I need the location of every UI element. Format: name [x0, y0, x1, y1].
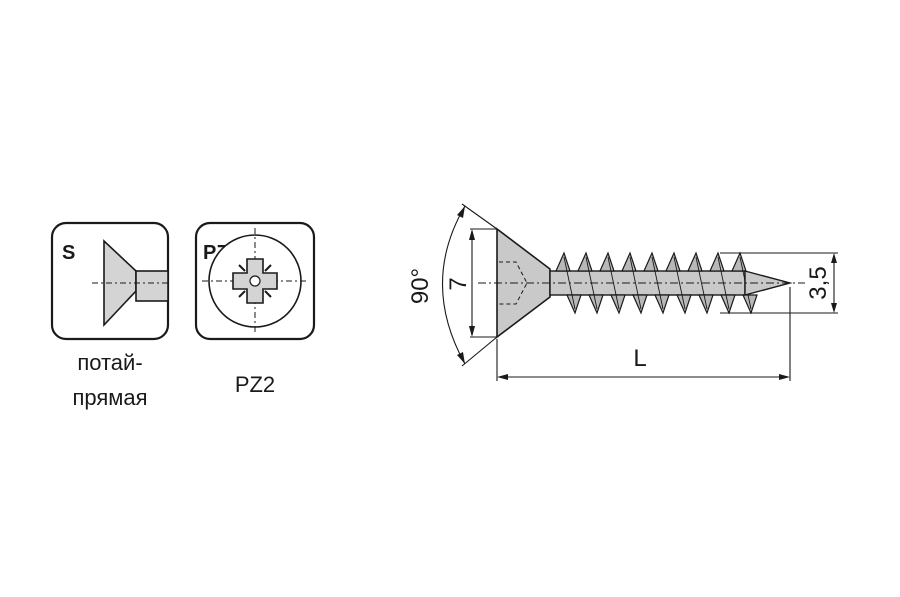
head-type-caption-line1: потай-: [77, 350, 142, 375]
head-diameter-label: 7: [445, 277, 472, 290]
head-type-caption-line2: прямая: [72, 385, 147, 410]
countersunk-head-icon: [92, 239, 169, 328]
screw-thread: [555, 251, 758, 315]
thread-crest-top: [731, 251, 747, 272]
thread-crest-top: [599, 251, 615, 272]
thread-flank: [673, 256, 686, 310]
thread-diameter-label: 3,5: [805, 266, 832, 299]
thread-crest-top: [555, 251, 571, 272]
screw-drawing: [478, 227, 805, 339]
head-type-icon: S: [50, 221, 170, 341]
angle-label: 90°: [407, 268, 434, 304]
thread-crest-top: [577, 251, 593, 272]
length-label: L: [633, 345, 646, 372]
thread-crest-top: [687, 251, 703, 272]
thread-crest-top: [621, 251, 637, 272]
thread-crest-top: [665, 251, 681, 272]
drive-type-caption: PZ2: [235, 372, 275, 397]
thread-flank: [629, 256, 642, 310]
thread-crest-top: [709, 251, 725, 272]
screw-head: [496, 227, 551, 339]
thread-flank: [695, 256, 708, 310]
pozidriv-icon: [202, 228, 308, 334]
dimension-lines: [441, 203, 838, 381]
thread-crest-top: [643, 251, 659, 272]
head-type-letter: S: [62, 242, 75, 264]
drive-type-icon: PZ: [194, 221, 316, 341]
